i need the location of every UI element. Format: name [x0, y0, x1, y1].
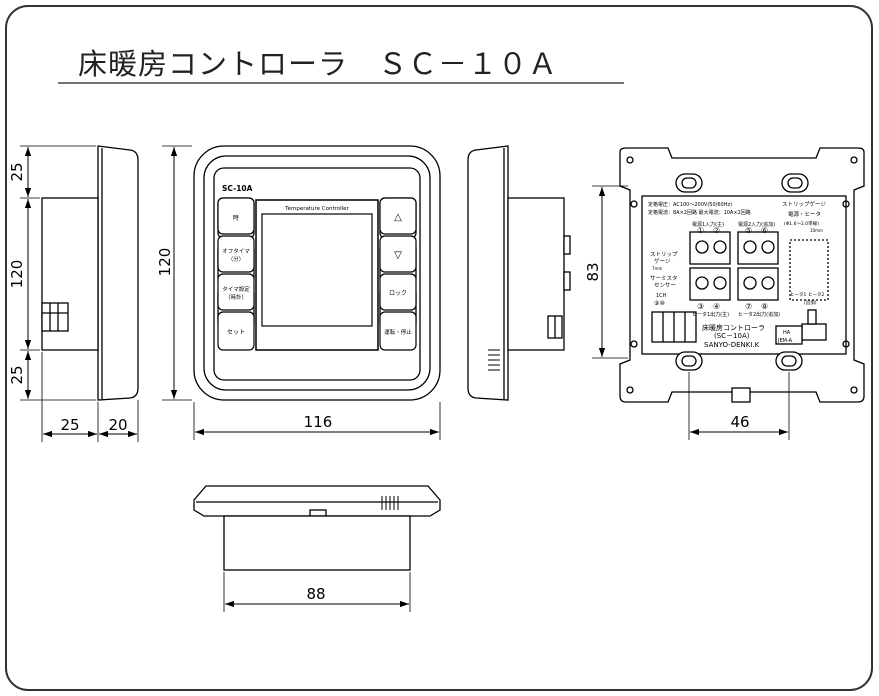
svg-text:センサー: センサー: [654, 282, 676, 289]
button-label-run-stop: 運転・停止: [384, 328, 412, 336]
dim-left-width-20: 20: [108, 416, 127, 434]
button-label-off-timer: オフタイマ: [222, 247, 250, 255]
svg-text:（分）: （分）: [228, 255, 245, 263]
front-view: [193, 145, 441, 401]
svg-text:③: ③: [697, 302, 704, 311]
svg-text:電源1入力(主): 電源1入力(主): [692, 221, 724, 228]
dim-left-120: 120: [8, 260, 26, 289]
svg-text:①: ①: [697, 226, 704, 235]
svg-text:定格電流：8A×2回路 最大電流：10A×2回路: 定格電流：8A×2回路 最大電流：10A×2回路: [648, 209, 751, 216]
svg-text:ヒータ1出力(主): ヒータ1出力(主): [692, 311, 729, 318]
svg-text:(Φ1.6～2.0単線): (Φ1.6～2.0単線): [784, 220, 819, 227]
svg-text:電源・ヒータ: 電源・ヒータ: [788, 210, 821, 218]
dim-front-width: 116: [304, 413, 333, 431]
svg-text:⑤: ⑤: [745, 226, 752, 235]
dim-left-25-bot: 25: [8, 365, 26, 384]
back-view: [619, 147, 865, 403]
back-text: 定格電圧：AC100～200V(50/60Hz) 定格電流：8A×2回路 最大電…: [648, 200, 826, 349]
display-title: Temperature Controller: [284, 206, 349, 212]
svg-text:7mm: 7mm: [652, 266, 662, 271]
svg-text:ストリップ: ストリップ: [650, 251, 678, 258]
svg-text:JEM-A: JEM-A: [777, 338, 793, 344]
svg-text:②: ②: [713, 226, 720, 235]
svg-text:10mm: 10mm: [810, 228, 823, 233]
svg-text:SANYO-DENKI.K: SANYO-DENKI.K: [704, 341, 760, 349]
svg-text:⑦: ⑦: [745, 302, 752, 311]
svg-text:ヒータ1: ヒータ1: [790, 291, 806, 298]
button-label-set: セット: [227, 329, 245, 336]
svg-text:④: ④: [713, 302, 720, 311]
dim-left-25-top: 25: [8, 162, 26, 181]
front-buttons-grid: [217, 197, 417, 351]
front-dimensions: [162, 145, 441, 440]
svg-text:定格電圧：AC100～200V(50/60Hz): 定格電圧：AC100～200V(50/60Hz): [648, 201, 732, 208]
svg-text:床暖房コントローラ: 床暖房コントローラ: [702, 323, 765, 332]
svg-text:⑥: ⑥: [761, 226, 768, 235]
side-dimensions: [24, 147, 137, 438]
right-button-labels: △ ▽ ロック 運転・停止: [384, 212, 412, 336]
dim-back-height: 83: [584, 262, 602, 281]
svg-text:ヒータ2: ヒータ2: [808, 291, 824, 298]
page-title: 床暖房コントローラ ＳＣ－１０Ａ: [78, 47, 558, 81]
title-block: 床暖房コントローラ ＳＣ－１０Ａ: [58, 47, 624, 84]
svg-text:(SC－10A): (SC－10A): [714, 332, 750, 340]
svg-text:ヒータ2出力(追加): ヒータ2出力(追加): [738, 311, 780, 318]
svg-text:⑧: ⑧: [761, 302, 768, 311]
dim-back-hole-spacing: 46: [730, 413, 749, 431]
button-label-down: ▽: [394, 250, 402, 261]
svg-text:（時計）: （時計）: [225, 293, 247, 301]
svg-text:ストリップゲージ: ストリップゲージ: [782, 200, 826, 208]
dim-front-height: 120: [156, 248, 174, 277]
bottom-dimensions: [223, 572, 411, 612]
svg-text:ゲージ: ゲージ: [654, 257, 671, 265]
button-label-timer-set: タイマ設定: [222, 285, 250, 293]
bottom-view: [193, 485, 441, 571]
svg-text:HA: HA: [783, 330, 791, 336]
side-view-right: [467, 145, 571, 401]
button-label-up: △: [394, 212, 402, 223]
svg-text:サーミスタ: サーミスタ: [650, 274, 678, 282]
svg-text:⑨⑩: ⑨⑩: [654, 300, 665, 307]
dim-bottom-width: 88: [306, 585, 325, 603]
back-dimensions: [592, 185, 790, 440]
svg-text:1CH: 1CH: [656, 293, 667, 299]
svg-text:(追加): (追加): [804, 299, 817, 306]
svg-text:電源2入力(追加): 電源2入力(追加): [738, 221, 775, 228]
left-button-labels: 時 オフタイマ （分） タイマ設定 （時計） セット: [222, 214, 250, 336]
button-label-lock: ロック: [389, 290, 407, 297]
dim-left-width-25: 25: [60, 416, 79, 434]
side-view-left: [20, 145, 139, 442]
front-model-label: SC-10A: [222, 184, 253, 193]
button-label-hour: 時: [233, 214, 239, 222]
